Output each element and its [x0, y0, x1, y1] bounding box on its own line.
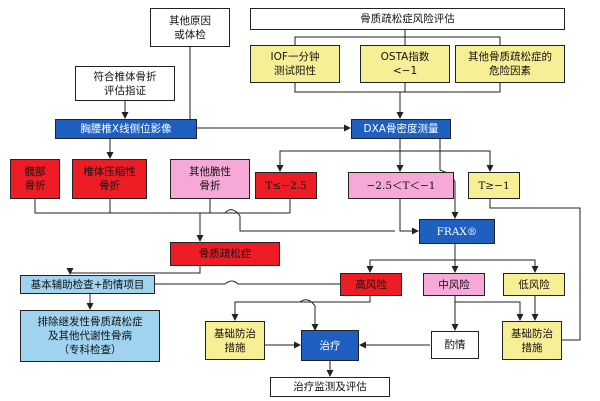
arrow-mid-to-right-prevention [455, 301, 524, 321]
box-other-risk-factors: 其他骨质疏松症的 危险因素 [455, 45, 565, 83]
box-low-risk: 低风险 [503, 273, 565, 296]
line-fractures-bus [34, 199, 290, 214]
box-monitoring: 治疗监测及评估 [270, 377, 390, 397]
box-exclude-secondary: 排除继发性骨质疏松症 及其他代谢性骨病 （专科检查） [20, 310, 160, 362]
box-basic-prevention-right: 基础防治 措施 [502, 321, 562, 360]
box-vertebral-criteria: 符合椎体骨折 评估指证 [75, 66, 175, 101]
arrow-risk-to-other-factors [405, 36, 501, 45]
box-iof-test: IOF一分钟 测试阳性 [250, 45, 340, 83]
box-spine-xray: 胸腰椎X线侧位影像 [55, 119, 197, 139]
box-discretion: 酌情 [431, 331, 479, 359]
arrow-dxa-to-t-low [276, 139, 401, 172]
line-bridge-to-frax [224, 209, 395, 232]
box-t-score-mid: −2.5＜T＜−1 [348, 172, 454, 199]
box-frax: FRAX® [419, 219, 495, 244]
box-osta-index: OSTA指数 <−1 [360, 45, 450, 83]
line-exam-to-risk [155, 280, 340, 285]
box-risk-assessment: 骨质疏松症风险评估 [250, 8, 565, 30]
box-treatment: 治疗 [301, 330, 359, 361]
arrow-risk-to-iof [294, 30, 406, 45]
box-dxa-measurement: DXA骨密度测量 [351, 119, 451, 139]
arrow-dxa-to-t-high [400, 150, 494, 172]
line-yellow-merge [294, 83, 501, 93]
arrow-t-high-to-right-prevention [489, 199, 581, 344]
box-mid-risk: 中风险 [423, 273, 485, 296]
arrow-high-to-prevention [231, 296, 371, 321]
box-other-fragility-fracture: 其他脆性 骨折 [170, 159, 250, 199]
box-vertebral-fracture: 椎体压缩性 骨折 [72, 159, 147, 199]
box-t-score-high: T≥−1 [468, 172, 520, 199]
arrow-frax-to-low [455, 259, 539, 273]
box-osteoporosis: 骨质疏松症 [170, 242, 280, 266]
arrow-frax-to-high [366, 244, 456, 273]
box-basic-exam: 基本辅助检查+酌情项目 [20, 275, 155, 294]
box-high-risk: 高风险 [340, 273, 402, 296]
box-basic-prevention-left: 基础防治 措施 [205, 321, 265, 360]
arrow-t-mid-to-frax [399, 199, 419, 235]
box-hip-fracture: 髋部 骨折 [10, 159, 60, 199]
box-t-score-low: T≤−2.5 [255, 172, 317, 199]
box-other-reason: 其他原因 或体检 [150, 8, 230, 47]
arrow-high-to-treatment [299, 299, 319, 331]
arrow-osteoporosis-to-exam [66, 266, 201, 275]
